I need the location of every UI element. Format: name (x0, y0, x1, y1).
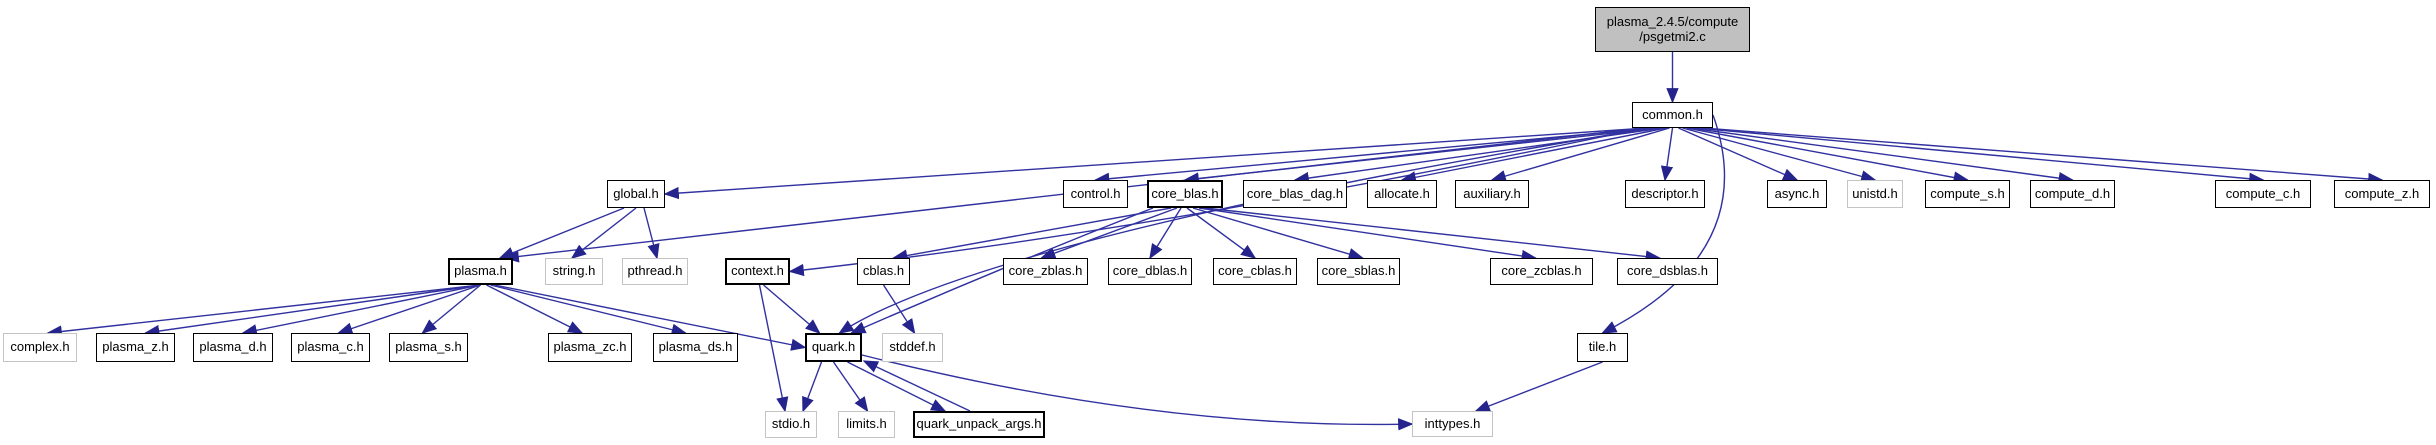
node-core_zcblas[interactable]: core_zcblas.h (1490, 258, 1593, 285)
node-plasma_d[interactable]: plasma_d.h (193, 333, 273, 362)
edge-plasma-to-plasma_c (337, 284, 481, 335)
node-plasma_zc[interactable]: plasma_zc.h (548, 333, 632, 362)
node-control[interactable]: control.h (1063, 180, 1128, 208)
node-unistd: unistd.h (1847, 180, 1903, 208)
edge-plasma-to-complex (46, 284, 481, 338)
node-pthread: pthread.h (622, 258, 688, 285)
node-compute_s[interactable]: compute_s.h (1925, 180, 2010, 208)
edge-global-to-string (570, 207, 637, 259)
edge-quark-to-limits (832, 361, 869, 413)
edge-common-to-descriptor (1660, 127, 1674, 182)
node-limits: limits.h (838, 411, 895, 438)
node-context[interactable]: context.h (725, 258, 790, 285)
edge-common-to-unistd (1682, 127, 1877, 183)
node-descriptor[interactable]: descriptor.h (1625, 180, 1705, 208)
edge-quark-to-stdio (802, 361, 823, 413)
edge-context-to-stdio (758, 284, 789, 413)
edge-core_blas-to-core_dblas (1149, 207, 1182, 260)
node-core_blas[interactable]: core_blas.h (1147, 180, 1223, 208)
edge-common-to-allocate (1400, 127, 1667, 184)
node-compute_z[interactable]: compute_z.h (2334, 180, 2430, 208)
edge-quark_unpack-to-quark (862, 360, 971, 412)
node-quark[interactable]: quark.h (805, 333, 862, 362)
node-plasma_z[interactable]: plasma_z.h (96, 333, 175, 362)
node-common[interactable]: common.h (1632, 102, 1713, 128)
node-plasma_s[interactable]: plasma_s.h (389, 333, 468, 362)
edge-core_blas-to-core_cblas (1186, 207, 1257, 259)
node-core_dsblas[interactable]: core_dsblas.h (1617, 258, 1718, 285)
edge-core_blas-to-core_sblas (1192, 207, 1364, 260)
edge-common-to-tile (1601, 114, 1726, 334)
edge-global-to-pthread (643, 207, 660, 260)
edge-plasma-to-plasma_d (241, 284, 481, 337)
node-core_sblas[interactable]: core_sblas.h (1317, 258, 1400, 285)
node-complex: complex.h (3, 333, 77, 362)
node-allocate[interactable]: allocate.h (1367, 180, 1437, 208)
edge-core_blas-to-cblas (891, 207, 1172, 262)
edge-plasma-to-plasma_z (143, 284, 481, 338)
edge-common-to-control (1093, 127, 1655, 185)
node-inttypes: inttypes.h (1412, 411, 1493, 437)
edge-plasma-to-quark (494, 284, 807, 351)
edge-quark-to-inttypes (861, 354, 1414, 431)
node-core_zblas[interactable]: core_zblas.h (1003, 258, 1088, 285)
node-quark_unpack[interactable]: quark_unpack_args.h (913, 411, 1045, 438)
edge-core_blas-to-core_zblas (1040, 207, 1178, 259)
node-psgetmi2: plasma_2.4.5/compute /psgetmi2.c (1595, 7, 1750, 52)
node-auxiliary[interactable]: auxiliary.h (1455, 180, 1529, 208)
edge-core_blas-to-quark (850, 207, 1154, 334)
edge-common-to-auxiliary (1490, 127, 1670, 183)
node-cblas[interactable]: cblas.h (857, 258, 910, 285)
edge-common-to-compute_c (1696, 127, 2265, 185)
edge-tile-to-inttypes (1474, 361, 1603, 412)
node-compute_d[interactable]: compute_d.h (2030, 180, 2115, 208)
edge-common-to-compute_s (1686, 127, 1970, 184)
edge-context-to-quark (763, 284, 821, 335)
node-plasma_ds[interactable]: plasma_ds.h (653, 333, 738, 362)
edge-plasma-to-plasma_zc (486, 284, 584, 334)
node-string: string.h (545, 258, 603, 285)
edge-common-to-compute_d (1690, 127, 2075, 185)
edge-global-to-plasma (498, 207, 625, 259)
edge-common-to-core_blas_dag (1293, 127, 1663, 185)
node-stddef: stddef.h (882, 333, 943, 362)
node-core_blas_dag[interactable]: core_blas_dag.h (1243, 180, 1347, 208)
edge-core_blas-to-core_zcblas (1198, 207, 1538, 263)
edge-plasma-to-plasma_s (421, 284, 481, 334)
node-core_cblas[interactable]: core_cblas.h (1213, 258, 1297, 285)
edge-cblas-to-stddef (882, 284, 916, 335)
edge-plasma-to-plasma_ds (490, 284, 687, 336)
node-plasma[interactable]: plasma.h (448, 258, 513, 285)
node-async[interactable]: async.h (1767, 180, 1827, 208)
edge-common-to-compute_z (1702, 127, 2384, 186)
node-core_dblas[interactable]: core_dblas.h (1108, 258, 1192, 285)
node-compute_c[interactable]: compute_c.h (2215, 180, 2311, 208)
node-global[interactable]: global.h (607, 180, 665, 208)
node-tile[interactable]: tile.h (1577, 333, 1628, 362)
edge-common-to-quark (838, 127, 1651, 334)
edge-common-to-core_blas (1183, 127, 1659, 185)
edge-common-to-global (663, 127, 1648, 200)
edge-core_blas-to-core_dsblas (1204, 207, 1662, 263)
node-plasma_c[interactable]: plasma_c.h (291, 333, 370, 362)
edge-common-to-async (1678, 127, 1799, 181)
node-stdio: stdio.h (765, 411, 817, 438)
